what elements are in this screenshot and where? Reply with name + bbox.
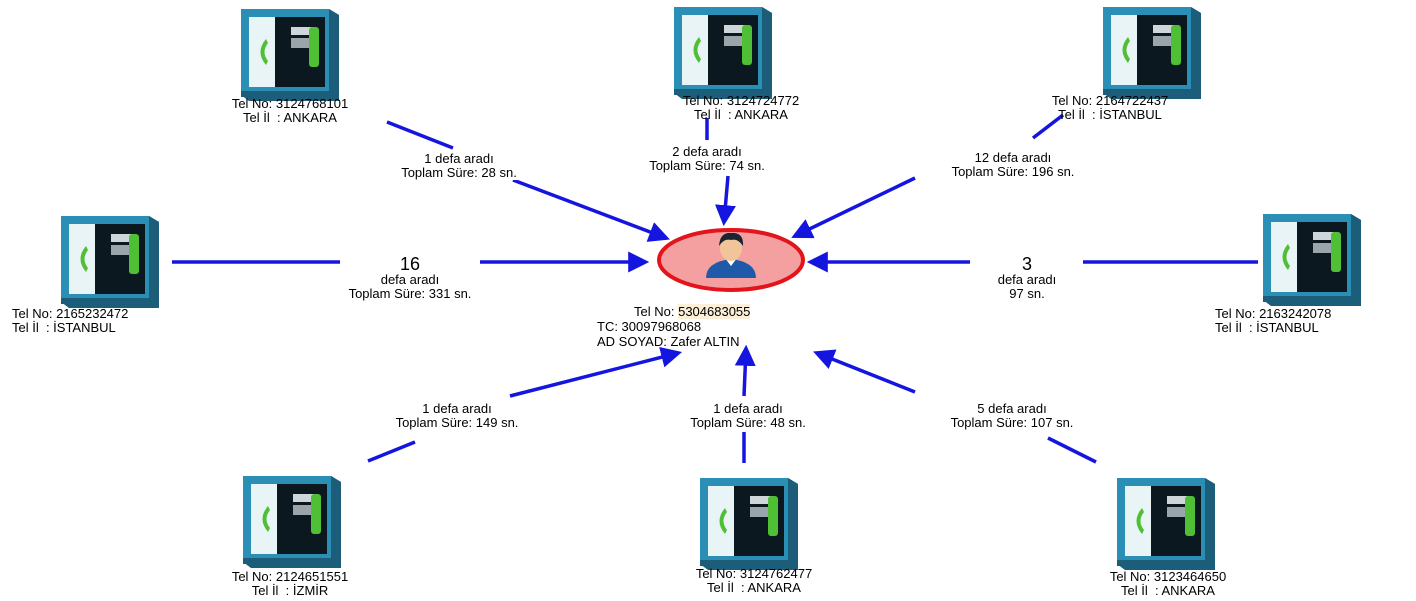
tel-no: Tel No: 3124724772 <box>682 93 800 108</box>
edge-top-center-arrow <box>714 175 736 227</box>
call-duration: Toplam Süre: 196 sn. <box>951 164 1075 179</box>
phone-caption: Tel No: 3123464650 Tel İl : ANKARA <box>1110 570 1226 598</box>
phone-caption: Tel No: 2163242078 Tel İl : İSTANBUL <box>1215 307 1331 335</box>
phone-booth-icon[interactable] <box>694 474 804 572</box>
call-count: 12 defa aradı <box>974 150 1052 165</box>
tel-no: Tel No: 2163242078 <box>1215 306 1332 321</box>
phone-booth-icon[interactable] <box>235 5 345 103</box>
phone-booth-icon[interactable] <box>1111 474 1221 572</box>
call-count: defa aradı <box>380 272 440 287</box>
center-name-line: AD SOYAD: Zafer ALTIN <box>597 334 740 349</box>
center-tel-label: Tel No: <box>634 304 675 319</box>
tel-no: Tel No: 3124768101 <box>231 96 349 111</box>
edge-bottom-left-line <box>367 440 416 463</box>
phone-booth-icon[interactable] <box>55 212 165 310</box>
tel-il: Tel İl : ANKARA <box>707 580 801 595</box>
person-icon <box>706 232 756 278</box>
call-count: 5 defa aradı <box>977 401 1047 416</box>
center-person-node[interactable] <box>657 228 805 292</box>
tel-il: Tel İl : İZMİR <box>251 583 329 598</box>
phone-caption: Tel No: 2124651551 Tel İl : İZMİR <box>232 570 348 598</box>
phone-booth-icon[interactable] <box>668 3 778 101</box>
call-count: 1 defa aradı <box>713 401 783 416</box>
call-duration: 97 sn. <box>1009 286 1045 301</box>
call-count: 1 defa aradı <box>424 151 494 166</box>
phone-booth-icon[interactable] <box>237 472 347 570</box>
edge-bottom-left-arrow <box>509 346 683 398</box>
tel-no: Tel No: 3124762477 <box>695 566 813 581</box>
phone-caption: Tel No: 3124724772 Tel İl : ANKARA <box>683 94 799 122</box>
center-tel-value: 5304683055 <box>678 304 751 319</box>
phone-caption: Tel No: 2165232472 Tel İl : İSTANBUL <box>12 307 128 335</box>
edge-top-left-line <box>386 120 454 150</box>
edge-bottom-right-arrow <box>813 349 916 394</box>
call-count-number: 3 <box>1021 254 1033 274</box>
edge-bottom-right-line <box>1047 436 1097 464</box>
tel-il: Tel İl : İSTANBUL <box>12 320 116 335</box>
center-tc-line: TC: 30097968068 <box>597 319 702 334</box>
edge-top-right-line <box>1031 113 1065 140</box>
call-count-number: 16 <box>399 254 421 274</box>
edge-top-right-arrow <box>791 176 916 239</box>
call-count: 2 defa aradı <box>672 144 742 159</box>
tel-il: Tel İl : İSTANBUL <box>1215 320 1319 335</box>
center-tel-line: Tel No: 5304683055 <box>634 304 751 319</box>
tel-no: Tel No: 2124651551 <box>231 569 349 584</box>
phone-caption: Tel No: 3124768101 Tel İl : ANKARA <box>232 97 348 125</box>
call-duration: Toplam Süre: 149 sn. <box>395 415 519 430</box>
tel-il: Tel İl : ANKARA <box>1121 583 1215 598</box>
phone-caption: Tel No: 2164722437 Tel İl : İSTANBUL <box>1052 94 1168 122</box>
call-duration: Toplam Süre: 48 sn. <box>690 415 806 430</box>
edge-bottom-center-arrow <box>734 344 756 397</box>
phone-booth-icon[interactable] <box>1097 3 1207 101</box>
tel-no: Tel No: 3123464650 <box>1109 569 1227 584</box>
tel-il: Tel İl : ANKARA <box>694 107 788 122</box>
phone-booth-icon[interactable] <box>1257 210 1367 308</box>
tel-no: Tel No: 2164722437 <box>1051 93 1169 108</box>
tel-il: Tel İl : ANKARA <box>243 110 337 125</box>
call-duration: Toplam Süre: 331 sn. <box>348 286 472 301</box>
tel-il: Tel İl : İSTANBUL <box>1058 107 1162 122</box>
edge-top-left-arrow <box>512 178 670 242</box>
call-count: 1 defa aradı <box>422 401 492 416</box>
call-duration: Toplam Süre: 28 sn. <box>401 165 517 180</box>
call-duration: Toplam Süre: 74 sn. <box>649 158 765 173</box>
phone-caption: Tel No: 3124762477 Tel İl : ANKARA <box>696 567 812 595</box>
call-duration: Toplam Süre: 107 sn. <box>950 415 1074 430</box>
call-count: defa aradı <box>997 272 1057 287</box>
tel-no: Tel No: 2165232472 <box>12 306 129 321</box>
